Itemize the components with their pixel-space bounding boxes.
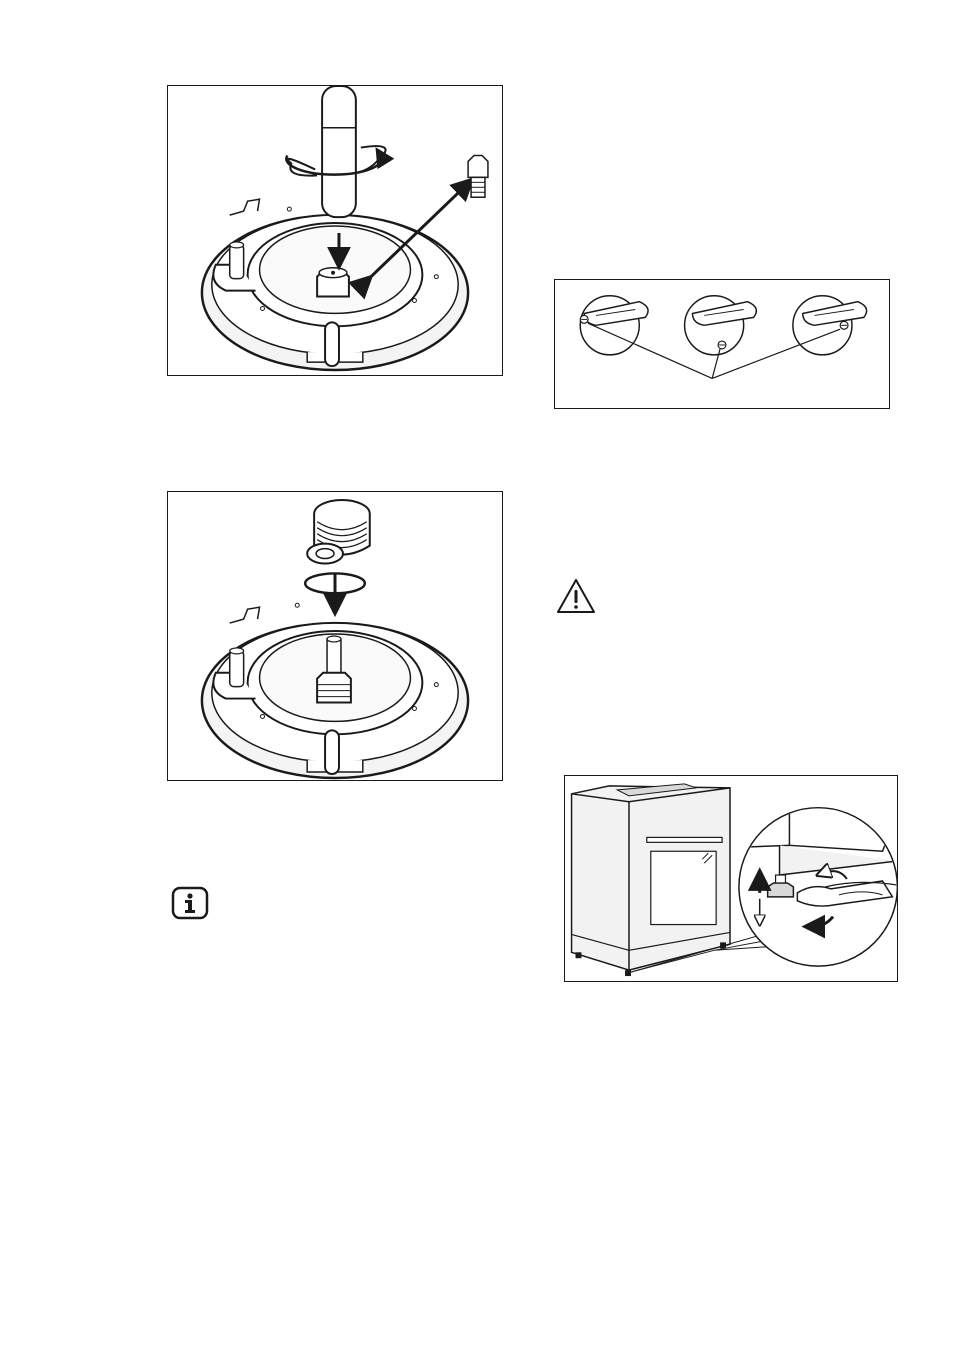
control-knobs-figure: [554, 279, 890, 409]
burner-nozzle-removal-illustration: [168, 86, 502, 375]
warning-icon: [555, 577, 597, 615]
info-icon: [171, 886, 209, 920]
burner-nozzle-removal-figure: [167, 85, 503, 376]
control-knob-bypass-screw-illustration: [555, 280, 889, 408]
burner-nozzle-install-illustration: [168, 492, 502, 780]
cooker-feet-figure: [564, 775, 898, 982]
burner-nozzle-install-figure: [167, 491, 503, 781]
cooker-leveling-feet-illustration: [565, 776, 897, 981]
